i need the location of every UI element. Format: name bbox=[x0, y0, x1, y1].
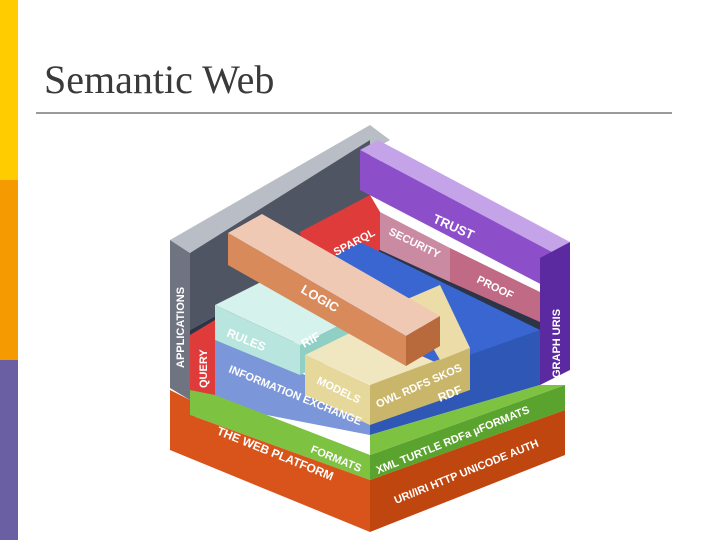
accent-bar-yellow bbox=[0, 0, 18, 180]
graph-uris-block bbox=[540, 242, 570, 385]
label-applications: APPLICATIONS bbox=[175, 287, 187, 368]
web-platform-left bbox=[170, 390, 370, 532]
owl-side bbox=[370, 348, 470, 425]
logic-front bbox=[228, 233, 406, 366]
models-front bbox=[305, 355, 370, 425]
trust-top bbox=[360, 140, 570, 252]
trust-block bbox=[360, 150, 552, 290]
formats-left-band bbox=[190, 390, 370, 480]
formats-right-band bbox=[370, 385, 565, 480]
formats-mid-band bbox=[370, 385, 565, 455]
slide-title: Semantic Web bbox=[44, 57, 275, 102]
label-graph-uris: GRAPH URIS bbox=[551, 309, 563, 378]
applications-top bbox=[170, 125, 390, 253]
applications-side bbox=[170, 240, 190, 400]
title-divider bbox=[36, 112, 672, 114]
logic-top bbox=[228, 214, 440, 336]
security-block bbox=[380, 212, 450, 282]
accent-bar-purple bbox=[0, 360, 18, 540]
label-query: QUERY bbox=[198, 349, 210, 388]
proof-block bbox=[450, 248, 540, 322]
rules-front bbox=[215, 305, 300, 375]
accent-bar-orange bbox=[0, 180, 18, 360]
web-platform-right bbox=[370, 410, 565, 532]
rules-top bbox=[215, 280, 350, 345]
logic-end bbox=[406, 316, 440, 366]
